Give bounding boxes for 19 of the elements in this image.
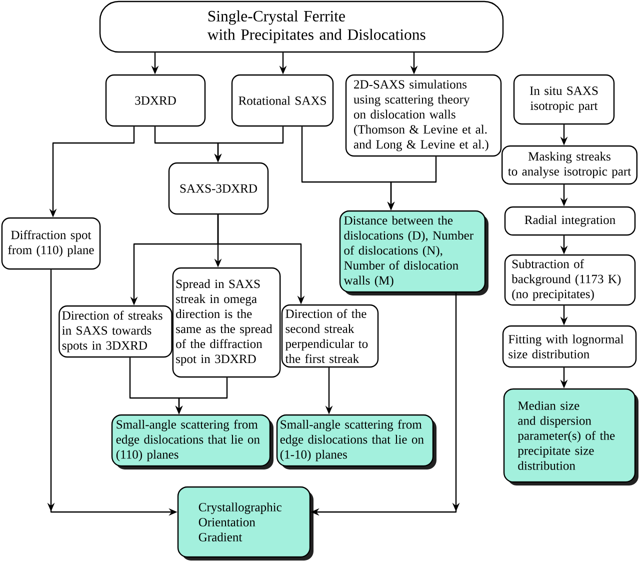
process-box: Diffraction spot from (110) plane: [1, 217, 101, 270]
process-box: 2D-SAXS simulations using scattering theory on dislocation walls (Thomson & Levine et al. and Long & Levine et al.): [345, 74, 502, 157]
process-box: 3DXRD: [105, 74, 206, 127]
process-box: Fitting with lognormal size distribution: [502, 325, 637, 368]
process-box: Spread in SAXS streak in omega direction is the same as the spread of the diffraction spot in 3DXRD: [172, 267, 281, 378]
process-box: SAXS-3DXRD: [168, 162, 269, 215]
result-box: Small-angle scattering from edge dislocations that lie on (1-10) planes: [276, 414, 436, 470]
process-box: Masking streaks to analyse isotropic part: [501, 145, 638, 185]
result-box: Median size and dispersion parameter(s) of the precipitate size distribution: [503, 388, 638, 486]
process-box: Direction of streaks in SAXS towards spots in 3DXRD: [58, 305, 172, 358]
result-box: Crystallographic Orientation Gradient: [177, 486, 314, 560]
process-box: Direction of the second streak perpendicular to the first streak: [281, 304, 379, 368]
process-box: In situ SAXS isotropic part: [513, 74, 615, 125]
process-box: Radial integration: [504, 206, 636, 236]
process-box: Rotational SAXS: [231, 74, 334, 127]
process-box: Subtraction of background (1173 K) (no precipitates): [504, 254, 636, 306]
title-box: Single-Crystal Ferrite with Precipitates and Dislocations: [99, 0, 504, 53]
result-box: Small-angle scattering from edge dislocations that lie on (110) planes: [111, 414, 274, 470]
result-box: Distance between the dislocations (D), Number of dislocations (N), Number of dislocation walls (M): [339, 210, 488, 296]
